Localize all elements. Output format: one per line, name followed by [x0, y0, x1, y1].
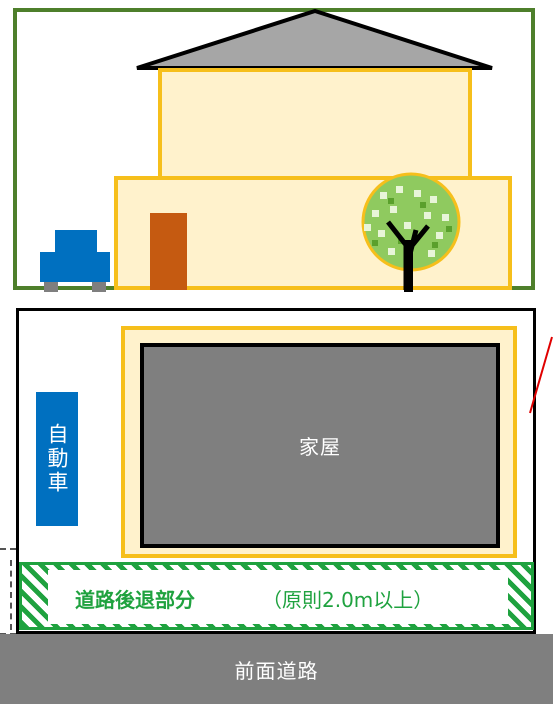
front-road-label: 前面道路	[234, 658, 319, 683]
setback-label: 道路後退部分	[75, 588, 195, 612]
tree-icon	[361, 172, 461, 292]
house-plan: 家屋	[140, 343, 500, 548]
leader-line	[529, 336, 553, 414]
door-icon	[150, 213, 187, 290]
car-label: 自動車	[45, 423, 69, 495]
setback-label-box	[48, 570, 508, 624]
roof	[136, 8, 493, 70]
car-icon	[40, 230, 110, 292]
dimension-line	[10, 560, 12, 630]
house-label: 家屋	[299, 435, 341, 459]
car-plan: 自動車	[36, 392, 78, 526]
front-road: 前面道路	[0, 634, 553, 704]
elevation-drawing	[40, 8, 512, 292]
dimension-mark-top	[0, 548, 16, 550]
setback-note: （原則2.0m以上）	[262, 588, 434, 612]
upper-floor	[158, 68, 472, 180]
